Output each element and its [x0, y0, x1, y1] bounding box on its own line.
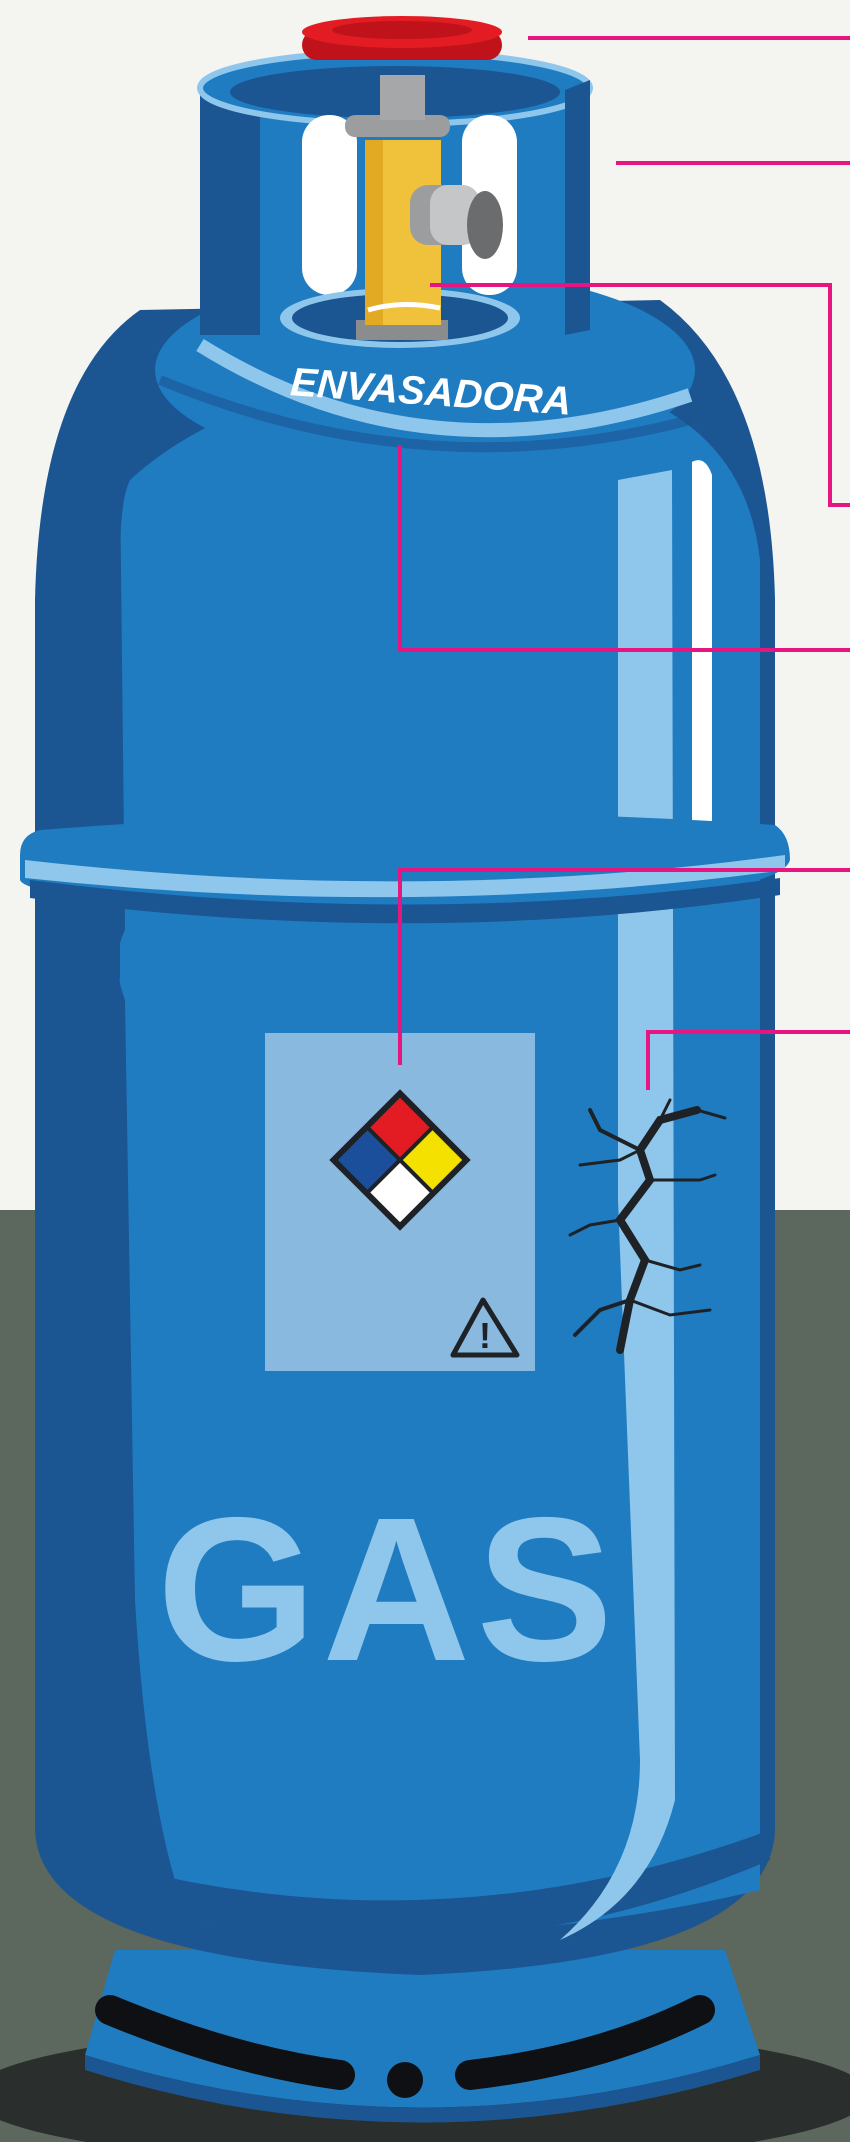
- safety-cap-icon: [302, 16, 502, 60]
- foot-ring: [85, 1950, 760, 2123]
- highlight-stripe-thin: [692, 460, 712, 880]
- warning-symbol: !: [479, 1315, 491, 1356]
- gas-lettering: GAS: [157, 1475, 619, 1704]
- label-panel: !: [265, 1033, 535, 1371]
- foot-hole: [387, 2062, 423, 2098]
